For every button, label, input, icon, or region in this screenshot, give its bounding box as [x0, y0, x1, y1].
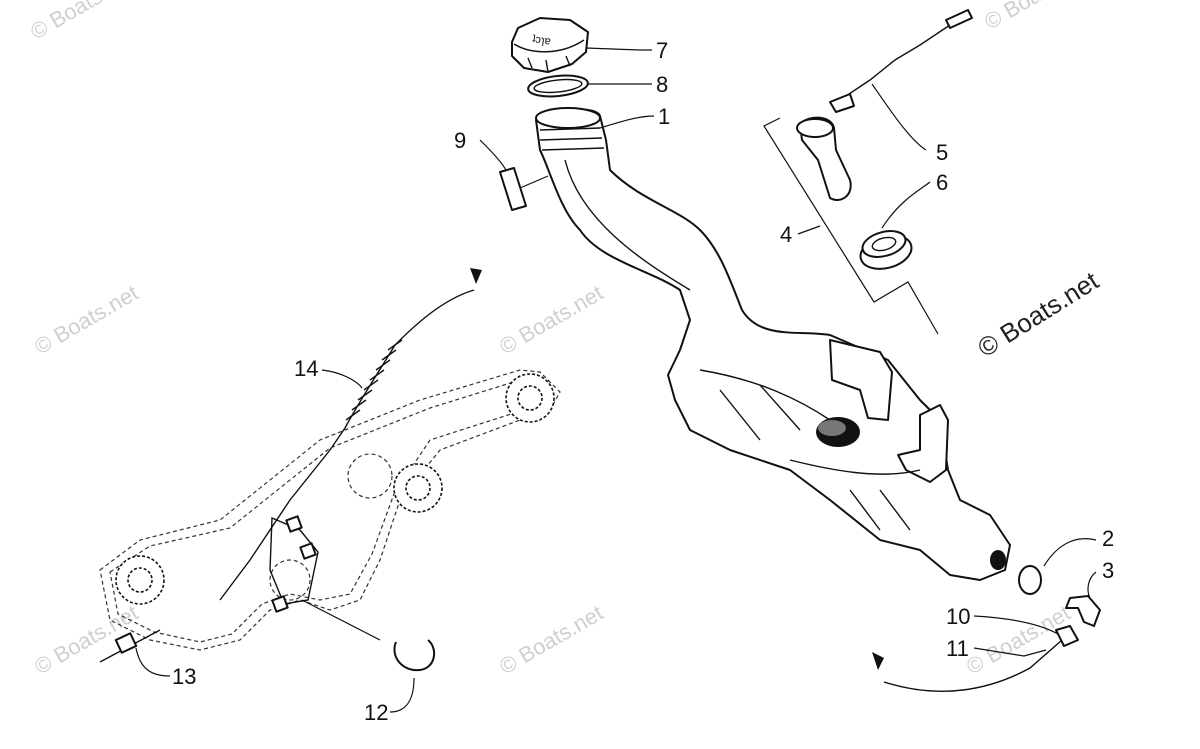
fuel-tank-part-1: [535, 107, 1011, 581]
callout-4: 4: [780, 222, 792, 247]
leader-lines: [135, 47, 1097, 713]
fuel-sender-part-5: [796, 9, 973, 201]
watermark: © Boats.net: [26, 0, 138, 44]
callout-2: 2: [1102, 526, 1114, 551]
o-ring-part-8: [527, 74, 589, 98]
watermark: © Boats.net: [495, 600, 607, 679]
callout-13: 13: [172, 664, 196, 689]
watermark: © Boats.net: [962, 600, 1074, 679]
callout-11: 11: [946, 636, 969, 661]
hose-part-13: [99, 629, 161, 663]
callout-5: 5: [936, 140, 948, 165]
cap-logo-text: ʇɔɿɐ: [532, 33, 552, 47]
callout-10: 10: [946, 604, 970, 629]
callout-7: 7: [656, 38, 668, 63]
callout-3: 3: [1102, 558, 1114, 583]
callout-8: 8: [656, 72, 668, 97]
fitting-parts-2-3: [1018, 565, 1101, 627]
assembly-bracket-4: [763, 117, 939, 335]
callout-1: 1: [658, 104, 670, 129]
callout-9: 9: [454, 128, 466, 153]
callout-labels: 7 8 1 9 5 6 4 14 2 3 10 11 13 12: [172, 38, 1114, 725]
watermark: © Boats.net: [495, 280, 607, 359]
callout-14: 14: [294, 356, 318, 381]
decal-part-9: [499, 167, 527, 211]
fuel-cap-part-7: ʇɔɿɐ: [511, 17, 589, 73]
watermark: © Boats.net: [30, 280, 142, 359]
clamp-part-12: [393, 639, 436, 672]
vent-hose-part-14: [219, 268, 482, 601]
watermarks: © Boats.net © Boats.net © Boats.net © Bo…: [26, 0, 1104, 679]
watermark: © Boats.net: [980, 0, 1092, 34]
callout-6: 6: [936, 170, 948, 195]
watermark-main: © Boats.net: [972, 265, 1104, 363]
grommet-part-6: [859, 230, 913, 270]
fuel-line-parts-10-11: [872, 625, 1079, 692]
chassis-plate-reference: [99, 369, 561, 651]
callout-12: 12: [364, 700, 388, 725]
